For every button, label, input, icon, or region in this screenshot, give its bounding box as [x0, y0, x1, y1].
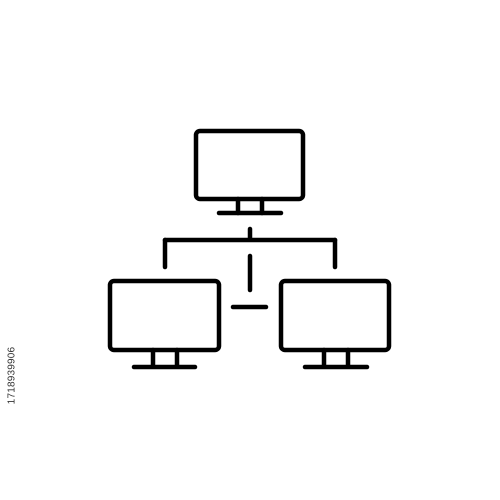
right-monitor-icon — [278, 278, 392, 370]
stock-id-text: 1718939906 — [6, 346, 18, 404]
top-monitor-icon — [193, 128, 306, 216]
left-monitor-screen — [107, 278, 222, 353]
stock-id-label: 1718939906 — [5, 250, 19, 500]
left-monitor-icon — [107, 278, 222, 370]
top-monitor-screen — [193, 128, 306, 202]
right-monitor-screen — [278, 278, 392, 353]
network-connection-lines — [162, 226, 338, 310]
